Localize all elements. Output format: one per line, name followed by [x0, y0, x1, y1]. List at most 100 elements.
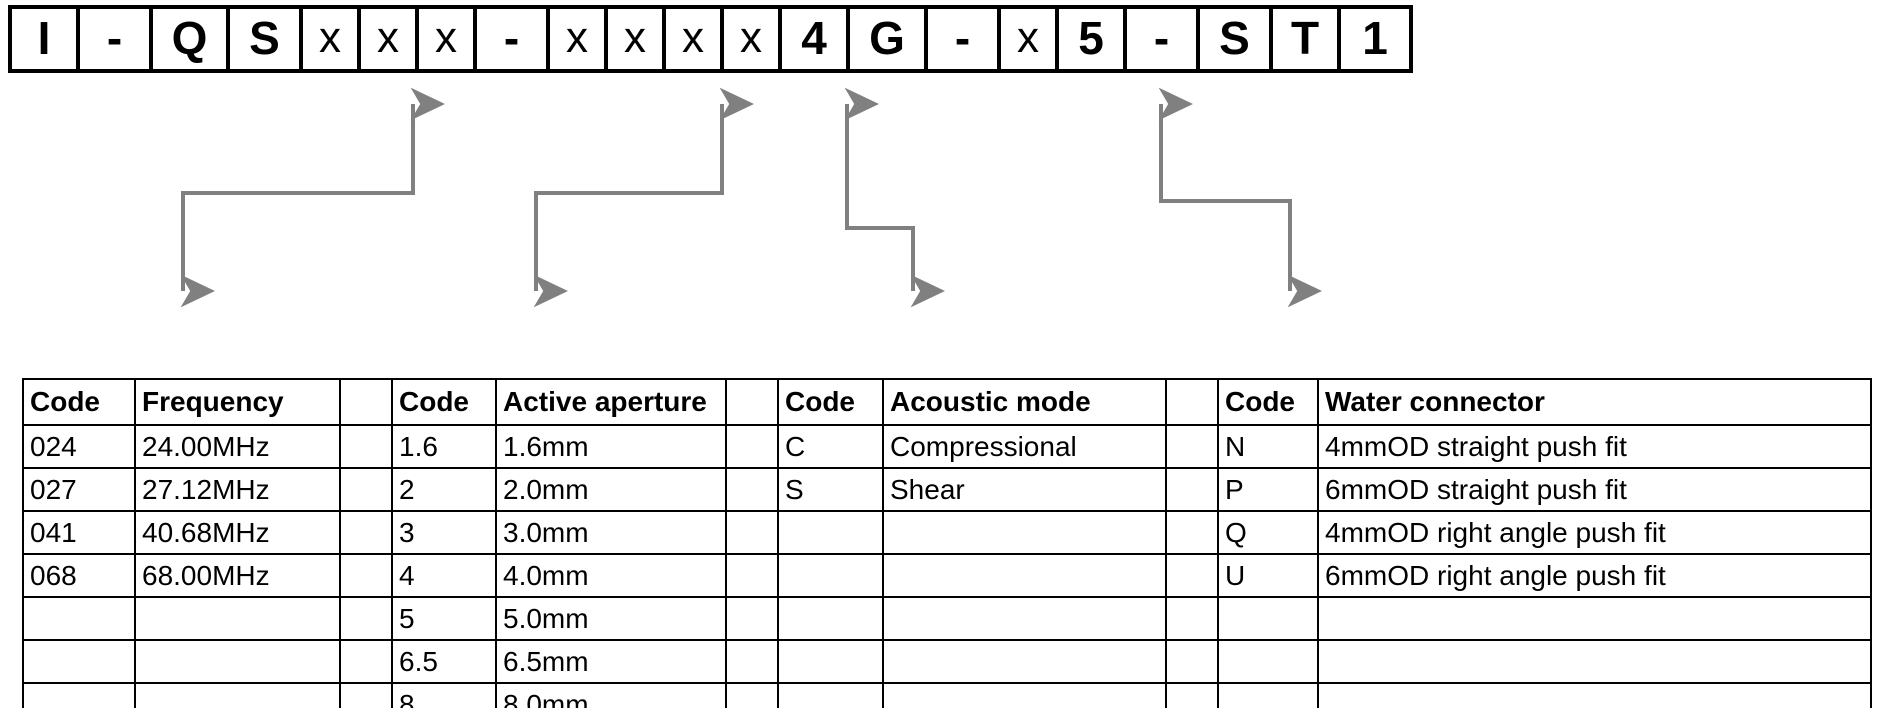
part-number-segment-11: x — [724, 9, 782, 69]
water-connector-code-cell — [1217, 596, 1319, 641]
water-connector-value-cell — [1317, 682, 1872, 708]
acoustic-mode-value-cell: Shear — [882, 467, 1167, 512]
spacer-cell — [725, 553, 779, 598]
active-aperture-value-cell: 2.0mm — [495, 467, 727, 512]
frequency-code-cell — [22, 682, 136, 708]
acoustic-mode-code-cell: S — [777, 467, 884, 512]
part-number-segment-12: 4 — [782, 9, 850, 69]
acoustic-mode-code-cell — [777, 553, 884, 598]
spacer-cell — [339, 639, 393, 684]
spacer-cell — [339, 553, 393, 598]
part-number-segment-3: S — [230, 9, 303, 69]
water-connector-value-cell: 4mmOD straight push fit — [1317, 424, 1872, 469]
frequency-code-cell: 027 — [22, 467, 136, 512]
part-number-segment-14: - — [928, 9, 1001, 69]
spacer-cell — [1165, 553, 1219, 598]
frequency-value-cell — [134, 639, 341, 684]
spacer-cell — [725, 378, 779, 426]
header-acoustic-mode: Acoustic mode — [882, 378, 1167, 426]
spacer-cell — [1165, 682, 1219, 708]
active-aperture-value-cell: 8.0mm — [495, 682, 727, 708]
code-reference-table: Code Frequency Code Active aperture Code… — [22, 378, 1872, 708]
part-number-segment-8: x — [550, 9, 608, 69]
spacer-cell — [725, 639, 779, 684]
frequency-value-cell — [134, 596, 341, 641]
active-aperture-code-cell: 2 — [391, 467, 497, 512]
header-connector-code: Code — [1217, 378, 1319, 426]
part-number-segment-17: - — [1127, 9, 1200, 69]
spacer-cell — [339, 510, 393, 555]
leader-active-aperture — [533, 87, 754, 308]
part-number-segment-18: S — [1200, 9, 1273, 69]
active-aperture-code-cell: 8 — [391, 682, 497, 708]
active-aperture-value-cell: 6.5mm — [495, 639, 727, 684]
acoustic-mode-value-cell — [882, 682, 1167, 708]
spacer-cell — [339, 424, 393, 469]
frequency-value-cell — [134, 682, 341, 708]
spacer-cell — [725, 467, 779, 512]
spacer-cell — [1165, 378, 1219, 426]
frequency-value-cell: 40.68MHz — [134, 510, 341, 555]
acoustic-mode-code-cell — [777, 682, 884, 708]
part-number-segment-7: - — [477, 9, 550, 69]
spacer-cell — [1165, 639, 1219, 684]
spacer-cell — [1165, 596, 1219, 641]
water-connector-code-cell: Q — [1217, 510, 1319, 555]
spacer-cell — [339, 682, 393, 708]
active-aperture-value-cell: 3.0mm — [495, 510, 727, 555]
leader-water-connector — [1158, 87, 1322, 308]
frequency-code-cell — [22, 596, 136, 641]
acoustic-mode-value-cell: Compressional — [882, 424, 1167, 469]
part-number-segment-16: 5 — [1059, 9, 1127, 69]
active-aperture-code-cell: 3 — [391, 510, 497, 555]
table-header-row: Code Frequency Code Active aperture Code… — [22, 378, 1872, 426]
header-acoustic-code: Code — [777, 378, 884, 426]
part-number-segment-0: I — [12, 9, 80, 69]
part-number-segment-6: x — [419, 9, 477, 69]
frequency-code-cell: 041 — [22, 510, 136, 555]
water-connector-value-cell: 4mmOD right angle push fit — [1317, 510, 1872, 555]
part-number-segment-1: - — [80, 9, 153, 69]
header-frequency-code: Code — [22, 378, 136, 426]
acoustic-mode-code-cell — [777, 596, 884, 641]
part-number-segment-19: T — [1273, 9, 1341, 69]
leader-frequency — [180, 87, 445, 308]
part-number-segment-10: x — [666, 9, 724, 69]
active-aperture-code-cell: 1.6 — [391, 424, 497, 469]
spacer-cell — [339, 467, 393, 512]
header-water-connector: Water connector — [1317, 378, 1872, 426]
spacer-cell — [1165, 424, 1219, 469]
active-aperture-value-cell: 4.0mm — [495, 553, 727, 598]
water-connector-value-cell: 6mmOD straight push fit — [1317, 467, 1872, 512]
water-connector-code-cell — [1217, 682, 1319, 708]
water-connector-value-cell: 6mmOD right angle push fit — [1317, 553, 1872, 598]
water-connector-code-cell: U — [1217, 553, 1319, 598]
acoustic-mode-code-cell: C — [777, 424, 884, 469]
active-aperture-code-cell: 4 — [391, 553, 497, 598]
part-number-segment-4: x — [303, 9, 361, 69]
part-number-segment-2: Q — [153, 9, 230, 69]
spacer-cell — [725, 510, 779, 555]
acoustic-mode-code-cell — [777, 510, 884, 555]
spacer-cell — [725, 682, 779, 708]
active-aperture-code-cell: 6.5 — [391, 639, 497, 684]
frequency-code-cell — [22, 639, 136, 684]
leader-acoustic-mode — [844, 87, 945, 308]
frequency-code-cell: 068 — [22, 553, 136, 598]
frequency-value-cell: 24.00MHz — [134, 424, 341, 469]
active-aperture-value-cell: 1.6mm — [495, 424, 727, 469]
header-aperture-code: Code — [391, 378, 497, 426]
spacer-cell — [1165, 467, 1219, 512]
header-active-aperture: Active aperture — [495, 378, 727, 426]
water-connector-value-cell — [1317, 596, 1872, 641]
spacer-cell — [725, 596, 779, 641]
